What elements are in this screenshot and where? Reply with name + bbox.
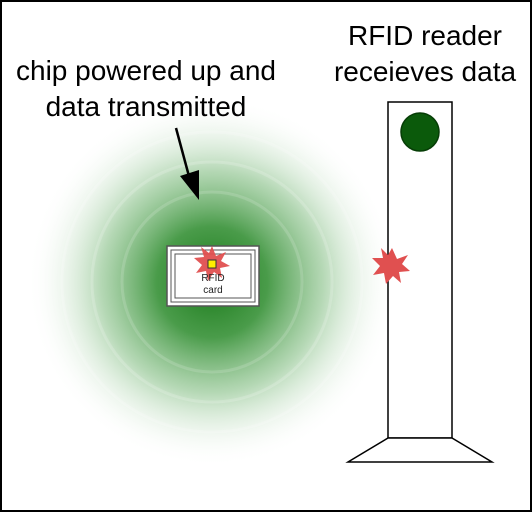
- reader-burst-icon: [372, 248, 410, 284]
- reader-caption-line1: RFID reader: [347, 20, 503, 51]
- chip-caption-line2: data transmitted: [45, 91, 247, 122]
- status-light-icon: [400, 112, 440, 152]
- rfid-reader: [345, 101, 495, 463]
- chip-icon: [207, 259, 217, 269]
- reader-caption-line2: receieves data: [333, 56, 517, 87]
- rfid-card: [166, 245, 260, 307]
- reader-base: [345, 437, 495, 463]
- card-label-line2: card: [203, 285, 223, 296]
- reader-caption: RFID reader receieves data: [318, 18, 532, 90]
- card-label-line1: RFID: [201, 273, 225, 284]
- chip-caption: chip powered up and data transmitted: [0, 53, 292, 125]
- arrow-down-icon: [174, 127, 199, 200]
- chip-caption-line1: chip powered up and: [16, 55, 276, 86]
